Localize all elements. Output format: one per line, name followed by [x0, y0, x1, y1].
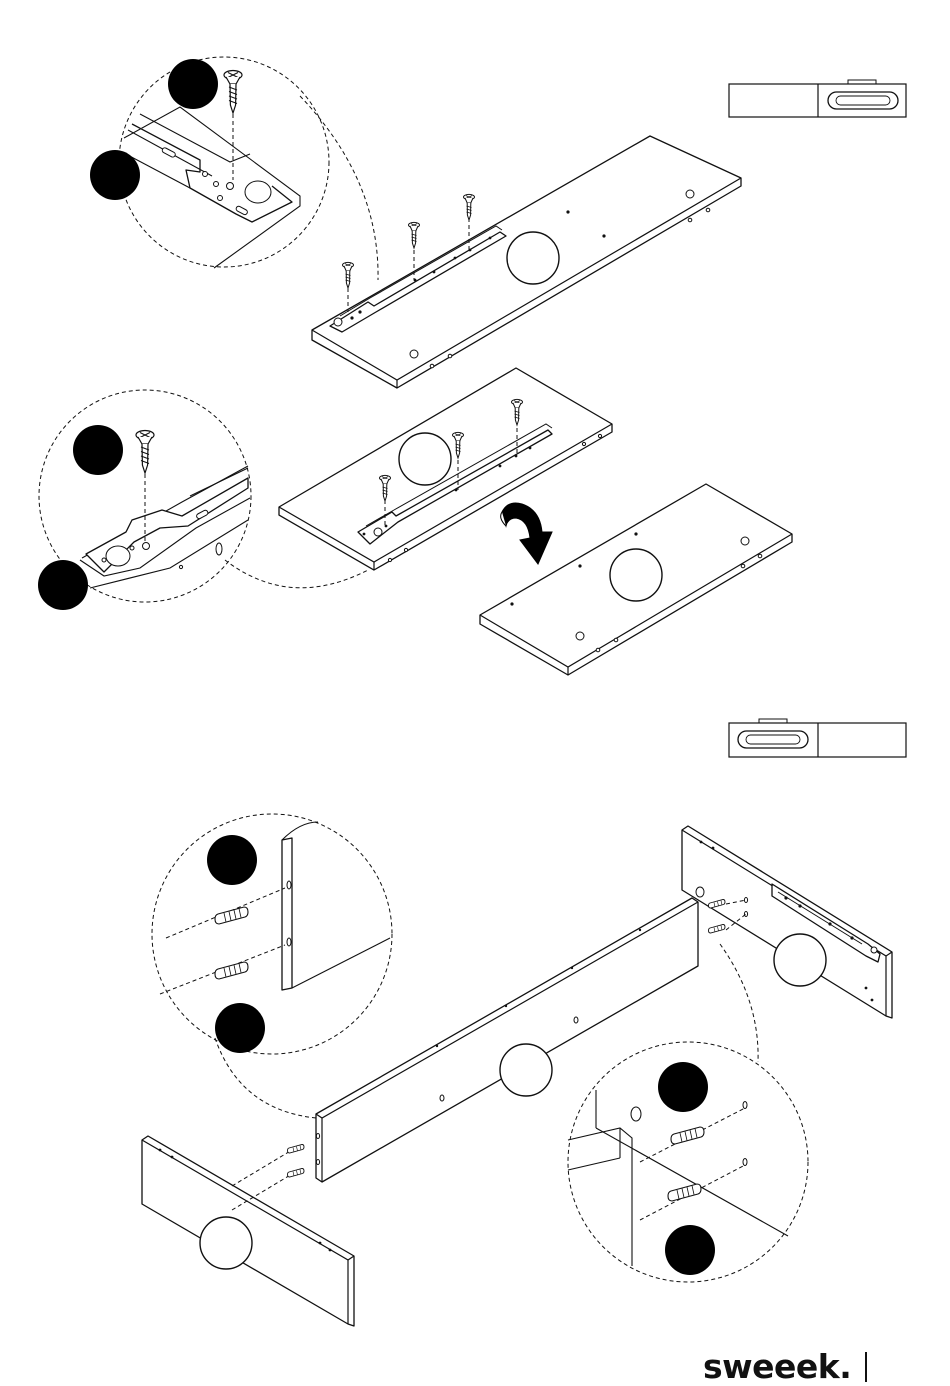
tool-box-step1 [729, 80, 906, 117]
screw-icon [409, 222, 420, 248]
callout-detail-dowels-left [152, 814, 392, 1118]
board-middle [279, 368, 612, 570]
part-badge [73, 425, 123, 475]
part-label [507, 232, 559, 284]
part-badge [168, 59, 218, 109]
part-label [500, 1044, 552, 1096]
dowel-icon [215, 907, 248, 924]
part-badge [665, 1225, 715, 1275]
dowel-icon [288, 1145, 305, 1154]
part-badge [658, 1062, 708, 1112]
part-badge [38, 560, 88, 610]
screw-icon [136, 431, 154, 474]
part-label [399, 433, 451, 485]
part-label [774, 934, 826, 986]
part-badge [207, 835, 257, 885]
brand-divider [865, 1352, 867, 1382]
dowel-icon [215, 962, 248, 979]
part-badge [90, 150, 140, 200]
rotate-arrow-icon [501, 503, 552, 564]
callout-detail-top [90, 57, 378, 280]
board-top [312, 136, 741, 388]
dowel-icon [709, 925, 726, 934]
part-badge [215, 1003, 265, 1053]
screw-icon [464, 194, 475, 220]
tool-box-step2 [729, 719, 906, 757]
dowel-icon [668, 1184, 701, 1201]
dowel-icon [288, 1169, 305, 1178]
part-label [610, 549, 662, 601]
screw-icon [343, 262, 354, 288]
part-label [200, 1217, 252, 1269]
back-panel [316, 898, 698, 1182]
brand-logo: sweeek. [703, 1347, 851, 1386]
dowel-icon [671, 1127, 704, 1144]
screw-icon [224, 71, 242, 114]
side-panel-right [682, 826, 892, 1018]
